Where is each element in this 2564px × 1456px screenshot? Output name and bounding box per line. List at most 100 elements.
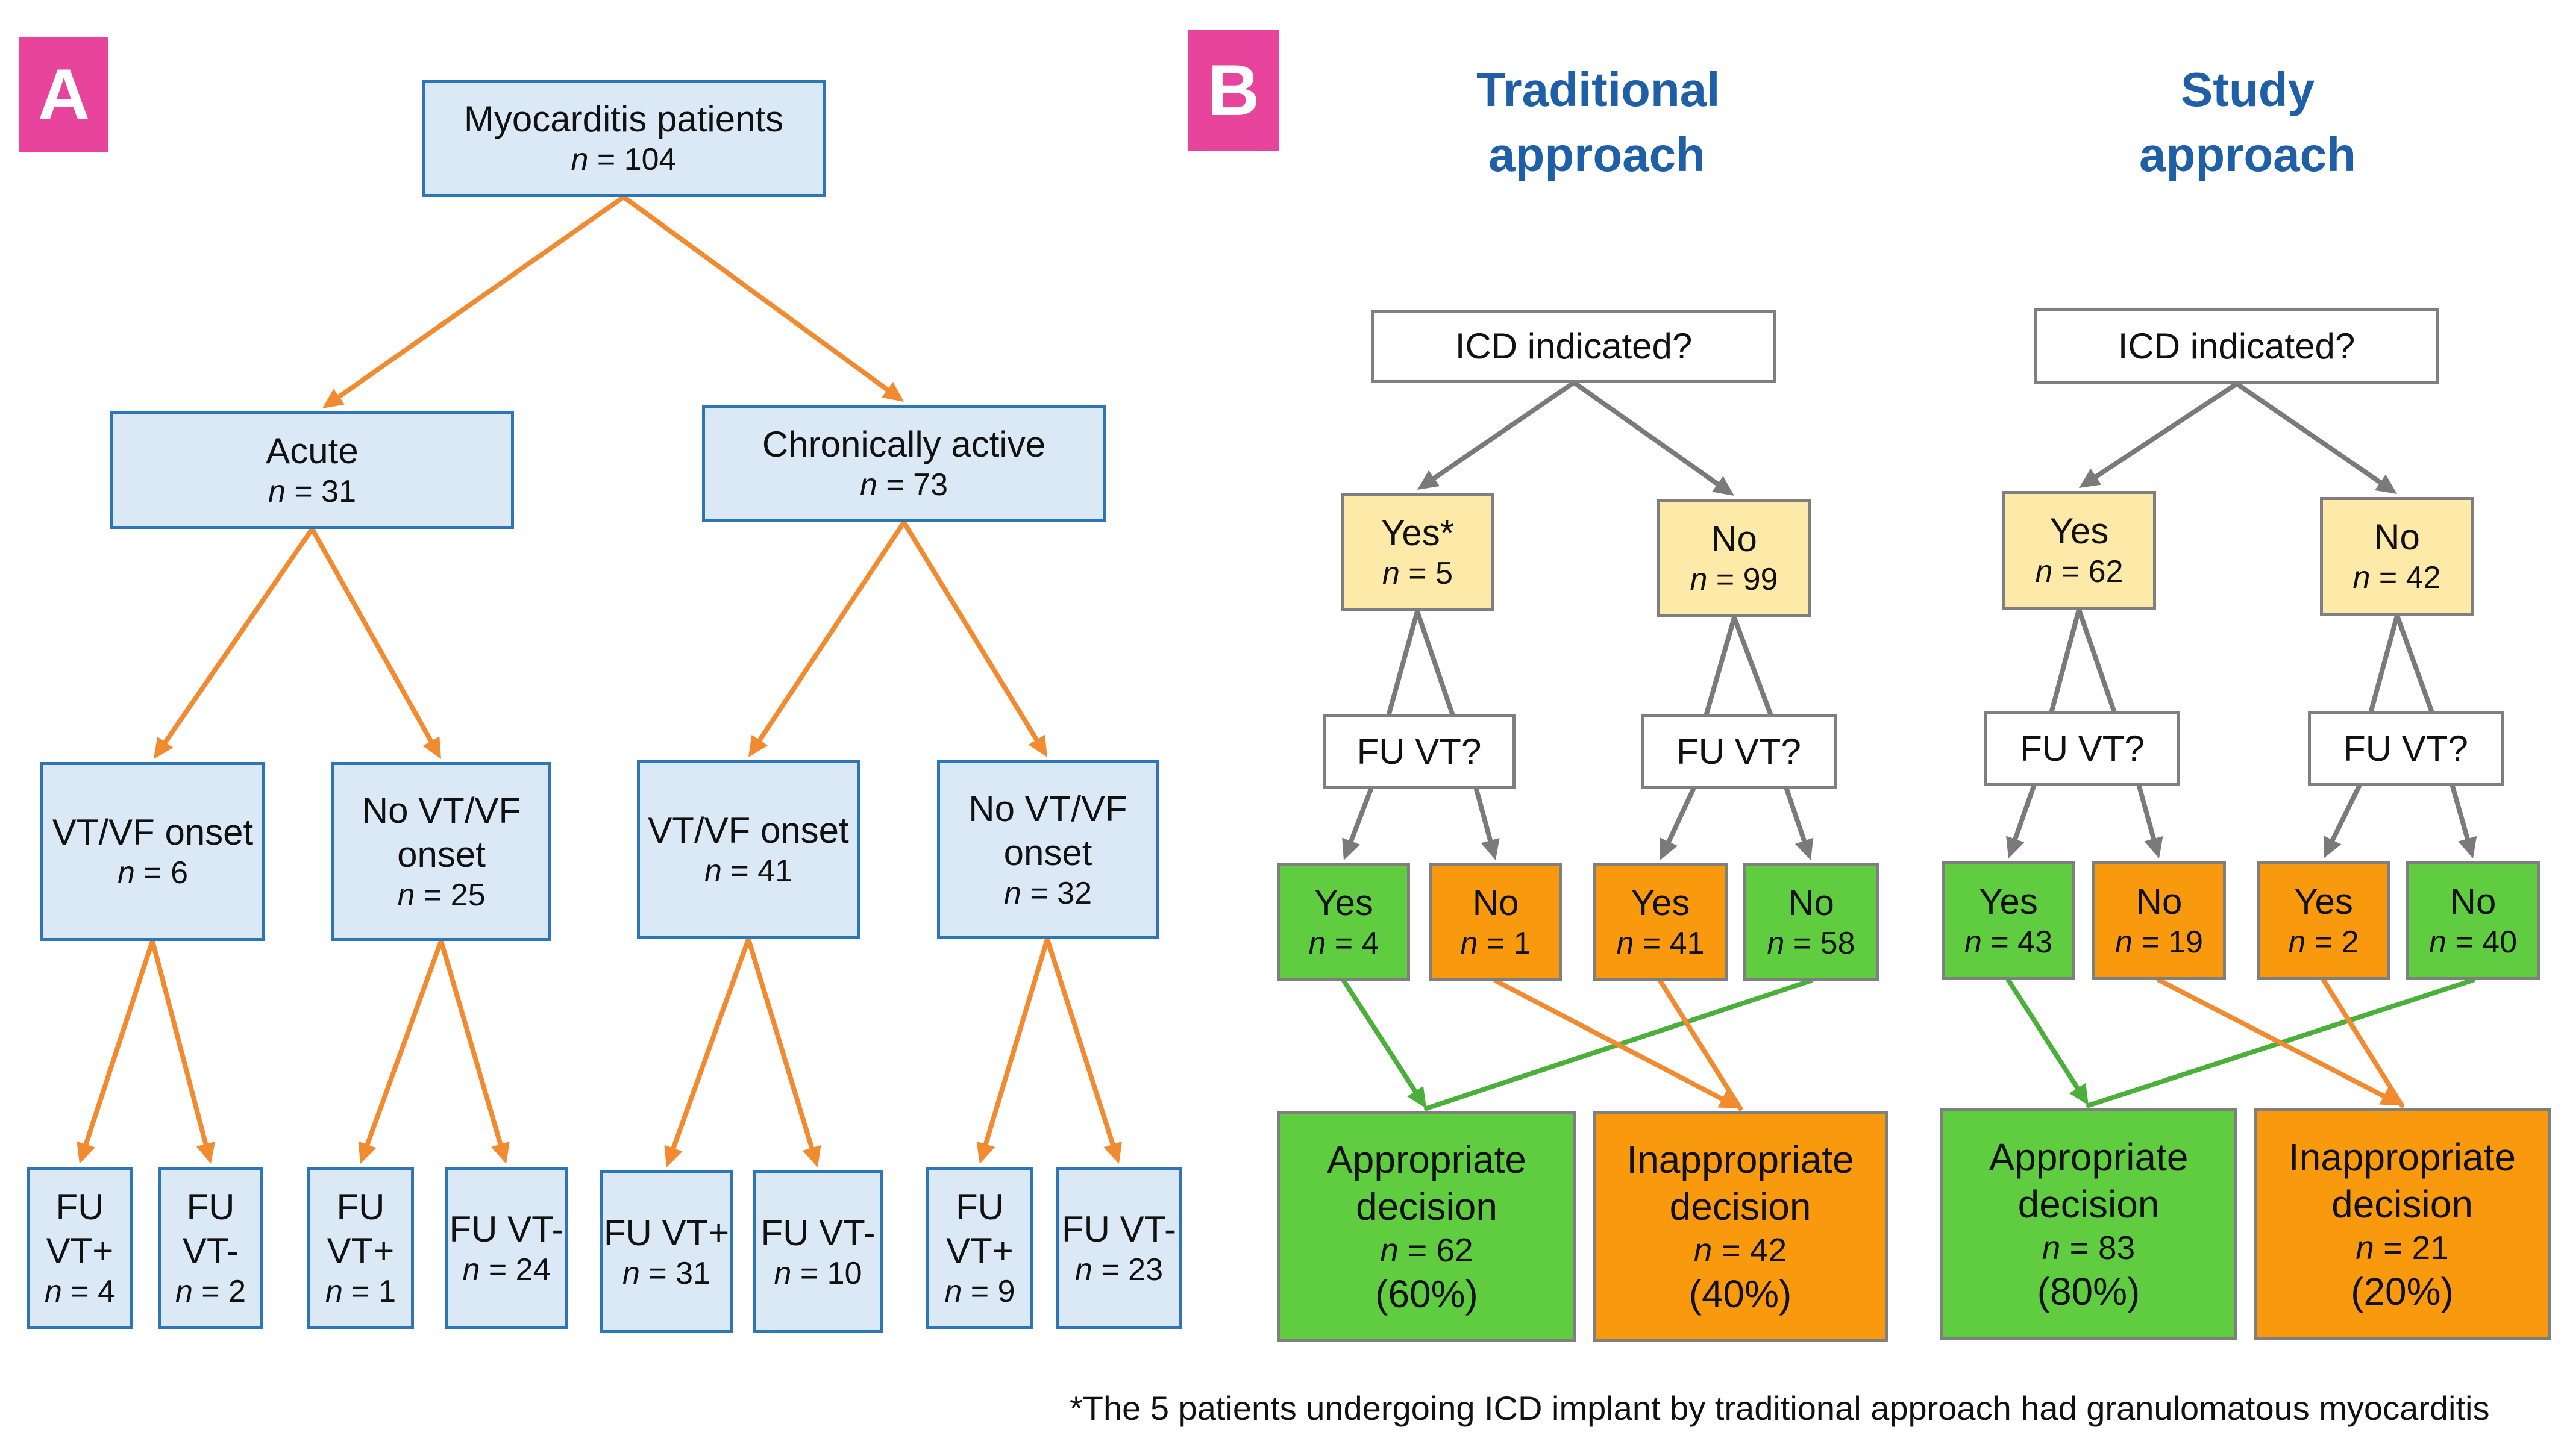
edge-line-32	[2369, 613, 2399, 713]
n-equals: =	[61, 1274, 98, 1310]
node-count: n = 23	[1075, 1251, 1163, 1289]
node-label: Yes	[1314, 883, 1373, 923]
node-t-yes: Yes*n = 5	[1341, 493, 1494, 611]
node-label: Inappropriate decision	[2288, 1135, 2516, 1226]
edge-arrowhead-34	[2006, 836, 2025, 858]
n-value: 73	[913, 467, 948, 503]
edge-line-27	[1658, 978, 1743, 1111]
n-symbol: n	[1767, 926, 1785, 961]
n-symbol: n	[268, 474, 286, 510]
n-equals: =	[1634, 926, 1670, 961]
node-t-fu1: FU VT?	[1323, 714, 1516, 789]
node-count: n = 104	[571, 141, 677, 179]
edge-line-38	[2006, 978, 2083, 1095]
edge-line-37	[2450, 784, 2471, 845]
n-equals: =	[415, 877, 451, 913]
edge-line-35	[2137, 784, 2157, 845]
node-t-fu2: FU VT?	[1641, 714, 1837, 789]
n-symbol: n	[2035, 554, 2053, 590]
edge-line-24	[1341, 978, 1420, 1098]
n-equals: =	[134, 855, 171, 891]
edge-line-34	[2011, 784, 2036, 846]
node-label: No	[1472, 883, 1519, 923]
n-symbol: n	[2428, 925, 2446, 960]
n-symbol: n	[1380, 1231, 1399, 1269]
node-label: Acute	[266, 431, 359, 472]
n-equals: =	[962, 1274, 998, 1310]
edge-line-14	[1428, 380, 1576, 483]
n-symbol: n	[2288, 925, 2306, 960]
node-label: Yes*	[1381, 513, 1455, 554]
edge-arrowhead-9	[491, 1141, 510, 1164]
node-count: n = 19	[2115, 923, 2203, 961]
edge-line-13	[1045, 937, 1117, 1151]
n-value: 99	[1743, 562, 1778, 598]
node-a-l1: FU VT+n = 4	[27, 1167, 133, 1329]
edge-line-40	[2157, 978, 2390, 1101]
n-symbol: n	[1690, 562, 1708, 598]
node-label: No	[2450, 881, 2497, 922]
n-value: 2	[228, 1274, 246, 1310]
panel-a-badge: A	[19, 37, 108, 152]
edge-arrowhead-40	[2379, 1087, 2402, 1105]
edge-line-0	[333, 195, 626, 402]
edge-arrowhead-1	[882, 382, 904, 402]
edge-arrowhead-36	[2324, 836, 2342, 858]
node-s-fu1: FU VT?	[1984, 711, 2180, 786]
edge-arrowhead-24	[1407, 1086, 1426, 1108]
edge-arrowhead-3	[422, 736, 441, 759]
n-symbol: n	[859, 467, 877, 503]
edge-arrowhead-5	[1028, 734, 1047, 757]
node-label: FU VT-	[449, 1208, 564, 1249]
edge-arrowhead-14	[1417, 470, 1440, 490]
edge-arrowhead-22	[1660, 837, 1678, 860]
node-count: n = 73	[860, 466, 948, 504]
node-count: n = 25	[397, 876, 485, 914]
n-value: 9	[997, 1274, 1015, 1310]
node-count: n = 1	[325, 1273, 396, 1311]
n-equals: =	[2132, 925, 2169, 960]
study-heading: Study approach	[2139, 63, 2357, 181]
node-count: n = 6	[118, 854, 188, 892]
node-count: n = 24	[462, 1251, 550, 1289]
n-equals: =	[2370, 560, 2406, 596]
n-symbol: n	[622, 1255, 640, 1291]
edge-line-4	[755, 520, 906, 746]
edge-line-11	[746, 937, 816, 1154]
n-symbol: n	[1382, 556, 1400, 592]
n-value: 62	[1436, 1231, 1473, 1269]
edge-arrowhead-28	[2079, 468, 2102, 488]
n-equals: =	[1021, 875, 1058, 911]
n-symbol: n	[1003, 875, 1021, 911]
n-value: 5	[1435, 556, 1453, 592]
edge-arrowhead-20	[1342, 837, 1361, 860]
n-equals: =	[1478, 926, 1514, 961]
edge-arrowhead-10	[664, 1145, 683, 1167]
node-t-q: ICD indicated?	[1371, 310, 1776, 383]
n-symbol: n	[175, 1274, 193, 1310]
n-value: 31	[675, 1255, 711, 1291]
edge-line-22	[1664, 787, 1696, 848]
n-equals: =	[1398, 1231, 1437, 1269]
node-count: n = 40	[2429, 923, 2517, 961]
n-value: 1	[378, 1274, 397, 1310]
n-equals: =	[721, 854, 758, 889]
node-a-l5: FU VT+n = 31	[600, 1170, 733, 1333]
node-count: n = 4	[45, 1273, 115, 1311]
node-a-l3: FU VT+n = 1	[307, 1167, 414, 1329]
n-value: 40	[2482, 925, 2518, 960]
n-symbol: n	[571, 142, 589, 178]
node-label: VT/VF onset	[648, 810, 849, 851]
edge-line-6	[82, 939, 155, 1151]
edge-arrowhead-0	[322, 389, 345, 408]
node-label: Yes	[2294, 881, 2353, 922]
